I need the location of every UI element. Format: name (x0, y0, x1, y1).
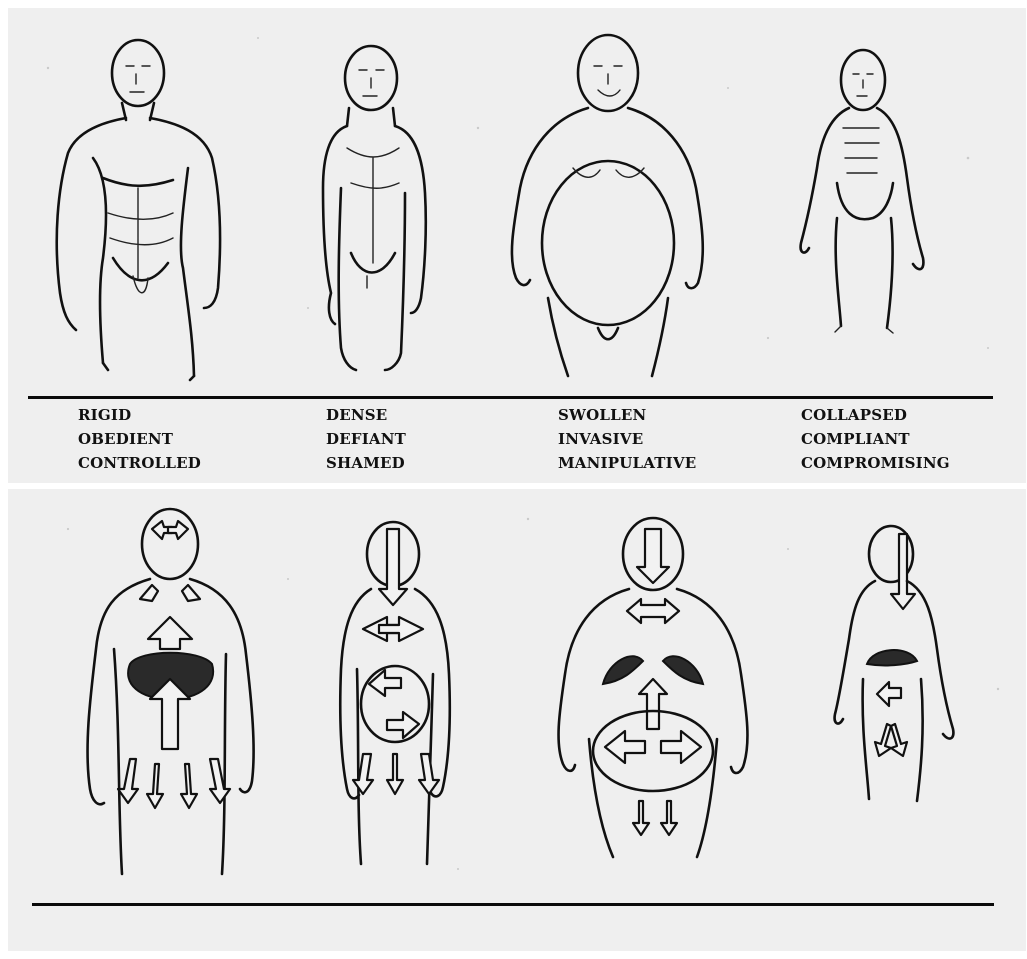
paper-texture-bottom (67, 518, 999, 870)
top-divider-rule (28, 396, 993, 399)
label-group-collapsed: COLLAPSED COMPLIANT COMPROMISING (801, 403, 950, 475)
figure-rigid (57, 40, 220, 380)
label-collapsed: COLLAPSED (801, 403, 950, 427)
figure-swollen (512, 35, 703, 376)
energy-figure-collapsed (835, 526, 954, 801)
label-swollen: SWOLLEN (558, 403, 696, 427)
label-group-dense: DENSE DEFIANT SHAMED (326, 403, 406, 475)
bottom-panel-energy-figures (8, 489, 1026, 951)
figure-dense (323, 46, 426, 370)
energy-figure-swollen (559, 518, 748, 857)
energy-figure-rigid (88, 509, 254, 874)
label-defiant: DEFIANT (326, 427, 406, 451)
label-dense: DENSE (326, 403, 406, 427)
energy-figure-dense (340, 522, 450, 864)
figure-collapsed (801, 50, 924, 333)
label-group-rigid: RIGID OBEDIENT CONTROLLED (78, 403, 201, 475)
bottom-divider-rule (32, 903, 994, 906)
top-panel-figures: RIGID OBEDIENT CONTROLLED DENSE DEFIANT … (8, 8, 1026, 483)
label-rigid: RIGID (78, 403, 201, 427)
label-invasive: INVASIVE (558, 427, 696, 451)
label-compliant: COMPLIANT (801, 427, 950, 451)
label-group-swollen: SWOLLEN INVASIVE MANIPULATIVE (558, 403, 696, 475)
label-controlled: CONTROLLED (78, 451, 201, 475)
label-manipulative: MANIPULATIVE (558, 451, 696, 475)
label-obedient: OBEDIENT (78, 427, 201, 451)
bottom-figures-drawing (8, 489, 1026, 951)
label-compromising: COMPROMISING (801, 451, 950, 475)
label-shamed: SHAMED (326, 451, 406, 475)
